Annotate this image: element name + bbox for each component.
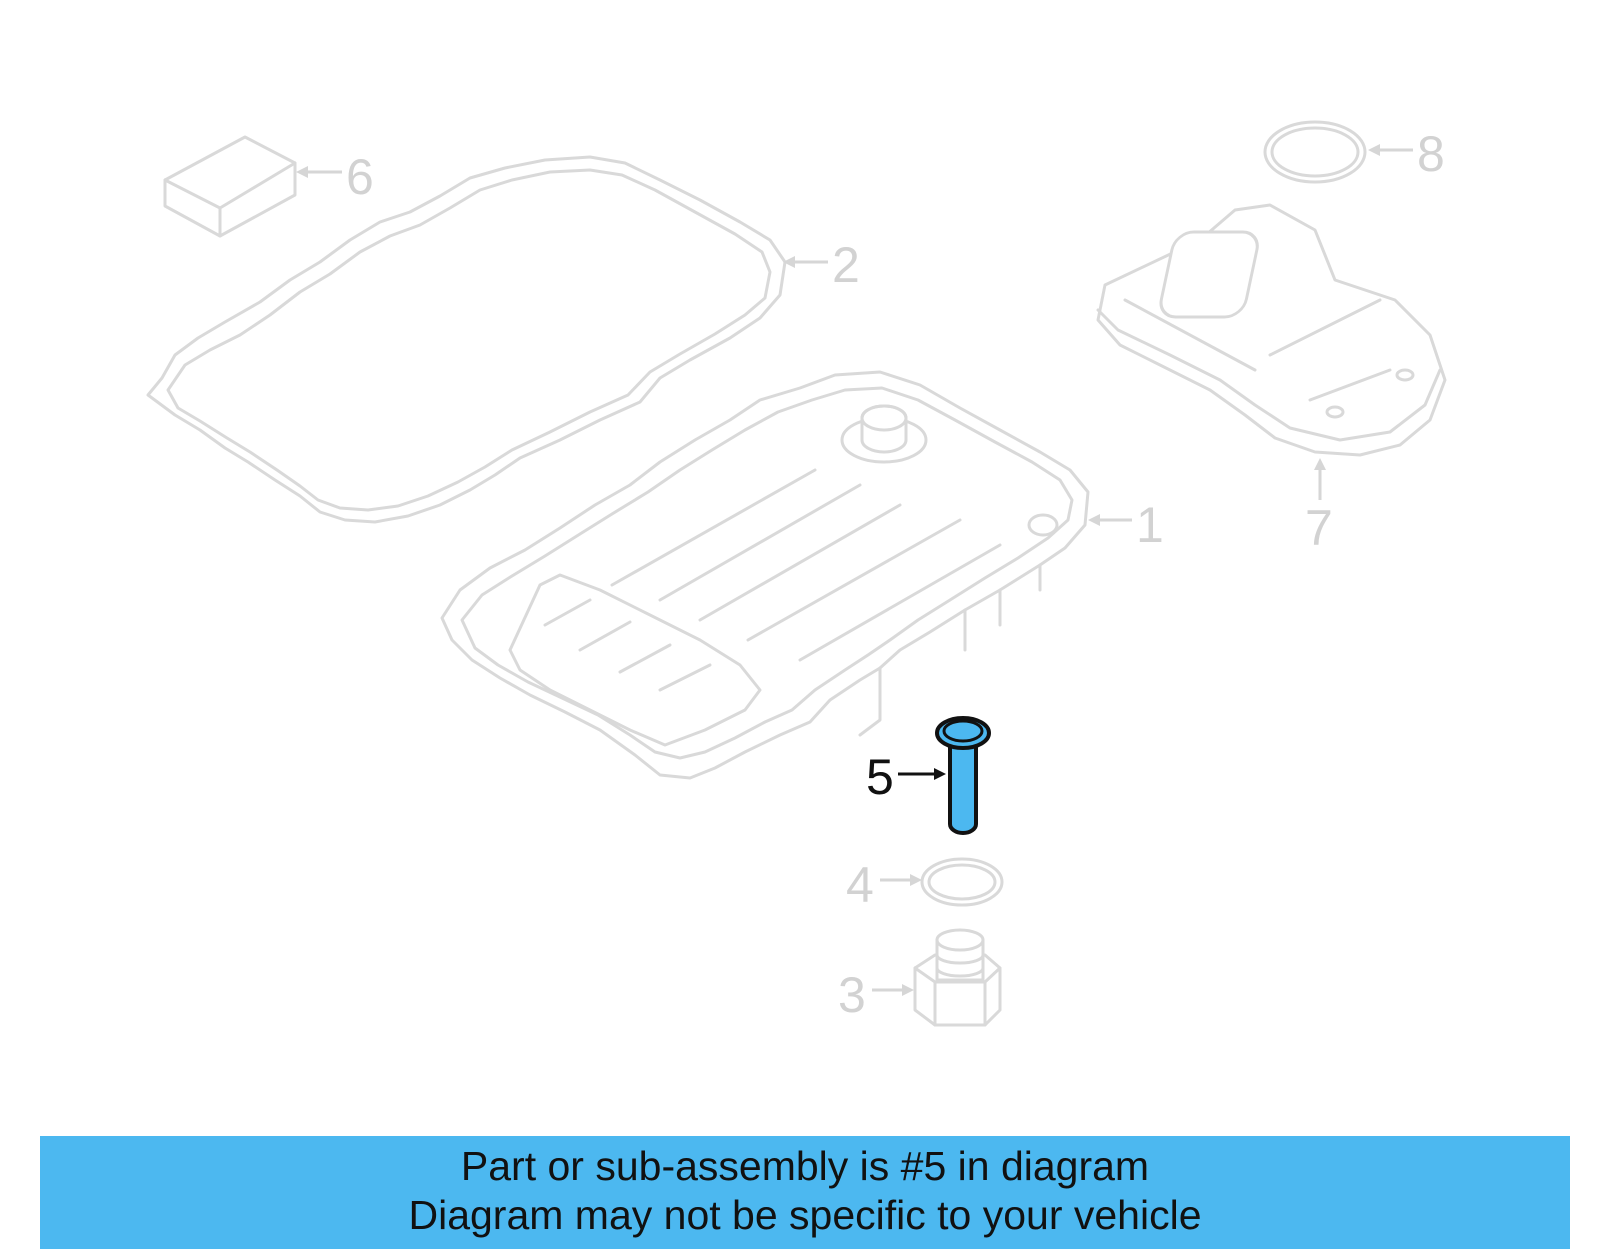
callout-1-label: 1: [1136, 497, 1164, 553]
part-2-gasket[interactable]: [146, 155, 787, 524]
callout-8: 8: [1368, 126, 1445, 182]
banner-line-2: Diagram may not be specific to your vehi…: [408, 1192, 1202, 1238]
callout-5-label: 5: [866, 749, 894, 805]
part-4-seal[interactable]: [920, 857, 1004, 907]
callout-7: 7: [1305, 458, 1333, 556]
callout-5: 5: [866, 749, 946, 805]
part-6-pad[interactable]: [163, 135, 297, 238]
part-5-highlighted[interactable]: [935, 716, 991, 835]
info-banner: Part or sub-assembly is #5 in diagram Di…: [40, 1136, 1570, 1249]
part-3-drain-plug[interactable]: [913, 928, 1002, 1027]
callout-2: 2: [783, 237, 860, 293]
callout-2-label: 2: [832, 237, 860, 293]
part-8-seal[interactable]: [1263, 120, 1367, 184]
callout-8-label: 8: [1417, 126, 1445, 182]
callout-6: 6: [296, 149, 374, 205]
part-1-oil-pan[interactable]: [440, 370, 1090, 780]
banner-line-1: Part or sub-assembly is #5 in diagram: [460, 1143, 1150, 1189]
callout-7-label: 7: [1305, 500, 1333, 556]
callout-6-label: 6: [346, 149, 374, 205]
callout-4-label: 4: [846, 857, 874, 913]
callout-4: 4: [846, 857, 922, 913]
callout-1: 1: [1088, 497, 1164, 553]
callout-3-label: 3: [838, 967, 866, 1023]
part-7-filter[interactable]: [1096, 203, 1447, 457]
callout-3: 3: [838, 967, 914, 1023]
